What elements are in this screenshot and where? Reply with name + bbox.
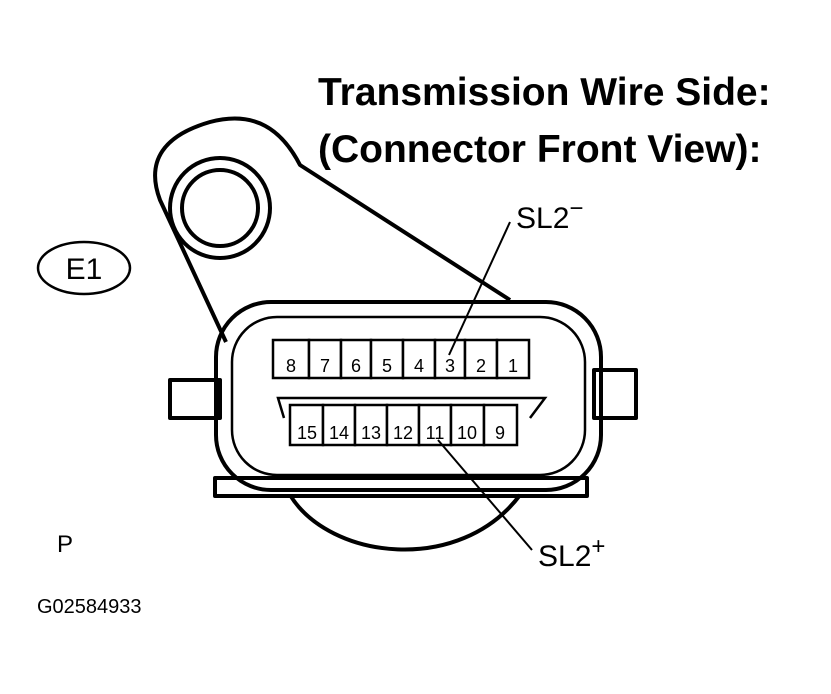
latch-left <box>168 378 222 420</box>
connector-tag-outline <box>36 240 132 296</box>
pin-label: 2 <box>476 356 486 376</box>
pin-label: 14 <box>329 423 349 443</box>
callout-sl2-plus: SL2+ <box>538 533 605 573</box>
pin-cell <box>482 403 519 447</box>
pin-label: 3 <box>445 356 455 376</box>
pin-label: 4 <box>414 356 424 376</box>
pin-label: 15 <box>297 423 317 443</box>
pin-label: 9 <box>495 423 505 443</box>
bolt-hole-inner <box>180 168 260 248</box>
connector-flange <box>213 476 589 498</box>
connector-tag: E1 <box>66 253 103 286</box>
connector-housing-inner <box>230 315 587 477</box>
callout-sl2-minus: SL2− <box>516 195 583 235</box>
callout-sl2-plus-base: SL2 <box>538 540 591 573</box>
position-letter: P <box>57 531 73 558</box>
pin-label: 5 <box>382 356 392 376</box>
pin-cell <box>433 338 467 380</box>
pin-row-guide <box>276 396 548 419</box>
pin-cell <box>401 338 437 380</box>
pin-label: 6 <box>351 356 361 376</box>
callout-sl2-minus-base: SL2 <box>516 202 569 235</box>
pin-label: 1 <box>508 356 518 376</box>
pin-label: 12 <box>393 423 413 443</box>
pin-cell <box>353 403 389 447</box>
pin-cell <box>321 403 357 447</box>
pin-cell <box>385 403 421 447</box>
pin-cell <box>449 403 486 447</box>
connector-housing-outer <box>214 300 603 492</box>
pin-cell <box>495 338 531 380</box>
title-line-1: Transmission Wire Side: <box>318 71 771 114</box>
mounting-bracket <box>153 116 512 343</box>
pin-cell <box>463 338 499 380</box>
pin-cell <box>339 338 373 380</box>
figure-code: G02584933 <box>37 596 142 618</box>
pin-label: 7 <box>320 356 330 376</box>
callout-leader-sl2-plus <box>437 439 533 551</box>
latch-right <box>592 368 638 420</box>
bolt-hole-outer <box>168 156 272 260</box>
pin-label: 8 <box>286 356 296 376</box>
callout-sl2-plus-sup: + <box>591 533 605 560</box>
pin-label: 11 <box>426 423 445 443</box>
pin-row-bottom: 15 14 13 12 11 10 9 <box>288 403 519 447</box>
callout-leader-sl2-minus <box>448 221 511 356</box>
pin-label: 13 <box>361 423 381 443</box>
pin-cell <box>271 338 311 380</box>
pin-label: 10 <box>457 423 477 443</box>
pin-row-top: 8 7 6 5 4 3 2 1 <box>271 338 531 380</box>
callout-sl2-minus-sup: − <box>569 195 583 222</box>
sensor-body-lower <box>288 493 522 552</box>
title-line-2: (Connector Front View): <box>318 128 761 171</box>
